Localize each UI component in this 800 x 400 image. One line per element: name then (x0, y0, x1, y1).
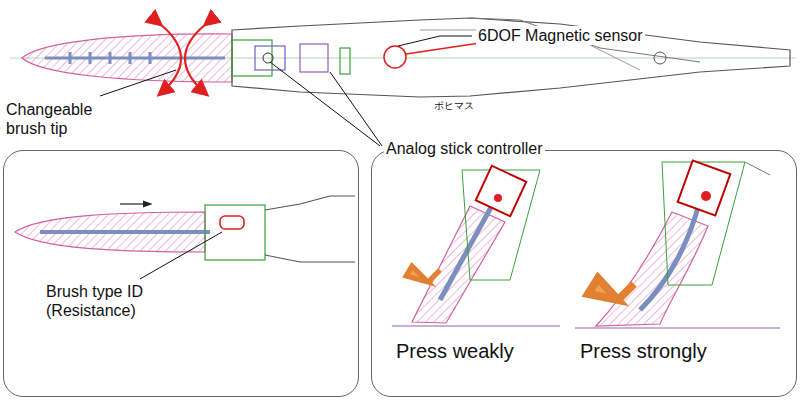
insert-arrow (120, 203, 150, 204)
brush-body (265, 196, 355, 262)
callout-label: ポヒマス (432, 100, 476, 112)
clip (340, 48, 350, 74)
paper-line (392, 326, 560, 327)
stick-pivot (701, 191, 711, 201)
leader-line (100, 70, 176, 96)
leader-line (398, 36, 472, 46)
panel-caption: Press weakly (396, 339, 566, 363)
leader-line (270, 62, 380, 146)
detail-panel: Brush type ID (Resistance) (3, 150, 359, 397)
brush-body (232, 18, 790, 97)
force-arrow (406, 266, 440, 282)
rotation-arrow (185, 24, 206, 94)
leader-line (140, 232, 222, 279)
brush-tip (22, 34, 232, 82)
brush-core (40, 230, 210, 234)
stick-pivot (494, 194, 502, 202)
callout-label: Changeable brush tip (4, 100, 128, 138)
brush-id-detail (15, 196, 355, 279)
callout-label: Analog stick controller (384, 139, 545, 158)
brush-core (640, 200, 700, 310)
detail-panel: Press weakly Press strongly (371, 150, 797, 397)
magnetic-sensor (384, 46, 406, 68)
leader-line (330, 72, 382, 146)
controller-box (678, 160, 731, 215)
hole (654, 52, 666, 64)
holder (205, 205, 265, 260)
callout-label: 6DOF Magnetic sensor (476, 26, 645, 45)
controller-box (476, 166, 526, 216)
pressure-detail (392, 160, 780, 328)
rotation-arrow (160, 24, 181, 94)
stick-pivot (263, 53, 273, 63)
stick-mount (255, 46, 285, 70)
brush-core (45, 52, 225, 64)
panel-caption: Brush type ID (Resistance) (46, 282, 196, 320)
force-arrow (588, 278, 634, 300)
paper-line (575, 328, 780, 329)
dimension-line (745, 162, 770, 175)
resistor-symbol (220, 216, 244, 229)
panel-caption: Press strongly (580, 339, 780, 363)
controller-box (300, 44, 328, 72)
